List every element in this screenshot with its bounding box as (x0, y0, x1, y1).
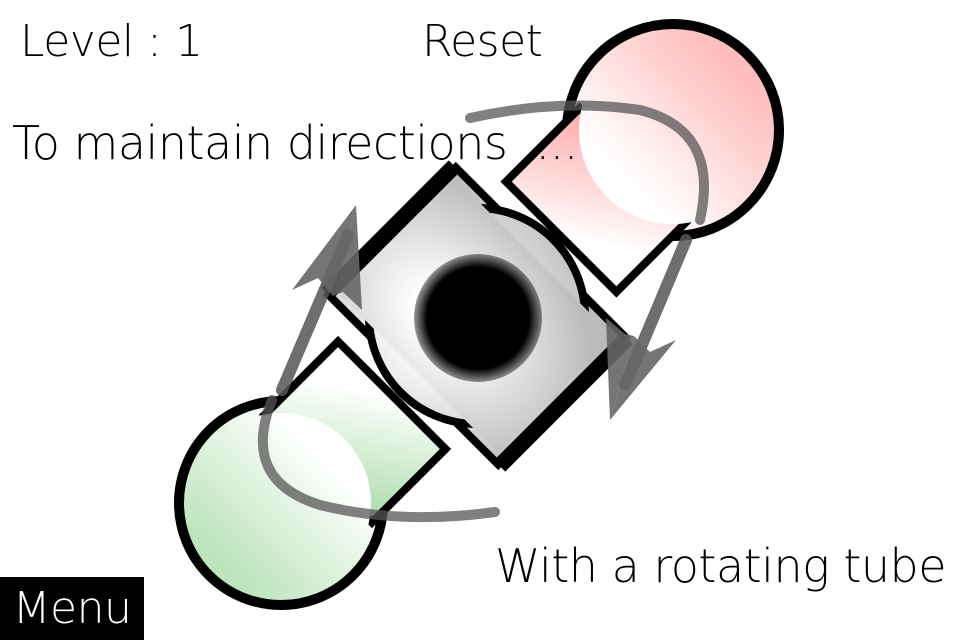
reset-button[interactable]: Reset (422, 16, 543, 67)
arrow-head-up (292, 205, 362, 310)
menu-button[interactable]: Menu (0, 577, 144, 640)
arrow-head-down (606, 318, 676, 420)
pivot-hole-icon (414, 254, 542, 382)
hint-text-bottom: With a rotating tube (495, 539, 947, 593)
hint-text-top: To maintain directions .... (12, 116, 578, 170)
level-indicator: Level : 1 (20, 16, 203, 67)
